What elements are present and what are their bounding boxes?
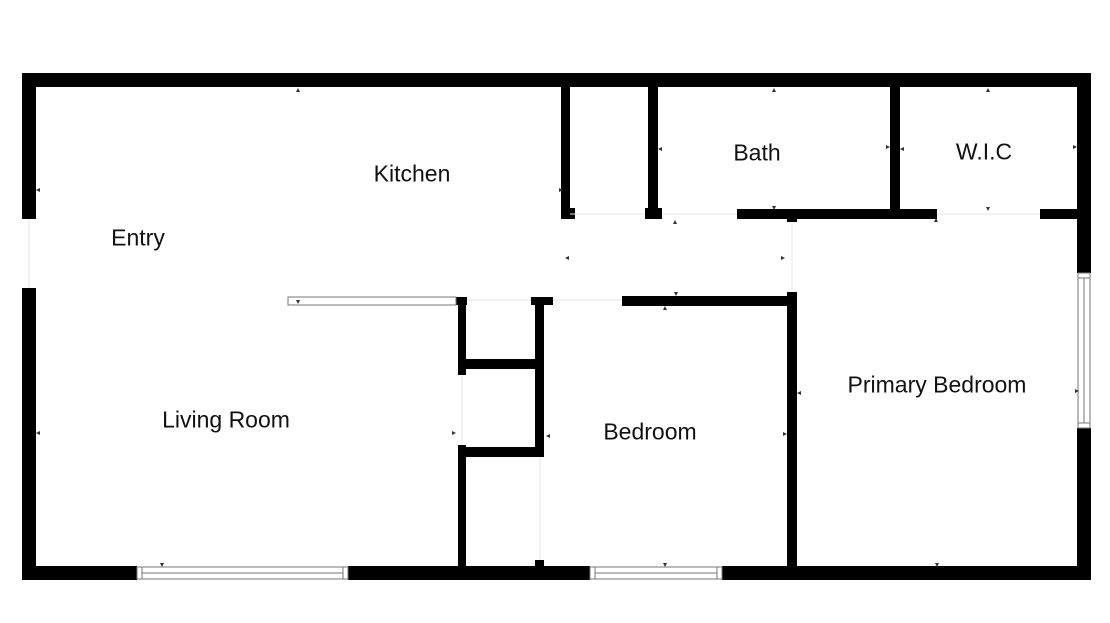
room-label-entry: Entry [111,224,165,251]
kitchen-counter [287,296,457,306]
room-label-bath: Bath [733,139,781,166]
room-label-primary-bedroom: Primary Bedroom [847,371,1027,398]
exterior-walls [22,73,1091,580]
door-openings [28,213,1040,560]
room-label-kitchen: Kitchen [373,160,451,187]
windows [136,272,1091,580]
room-label-living-room: Living Room [162,406,290,433]
dimension-markers [36,88,1079,567]
room-label-wic: W.I.C [955,138,1013,165]
interior-walls [455,87,1080,572]
room-label-bedroom: Bedroom [603,418,697,445]
